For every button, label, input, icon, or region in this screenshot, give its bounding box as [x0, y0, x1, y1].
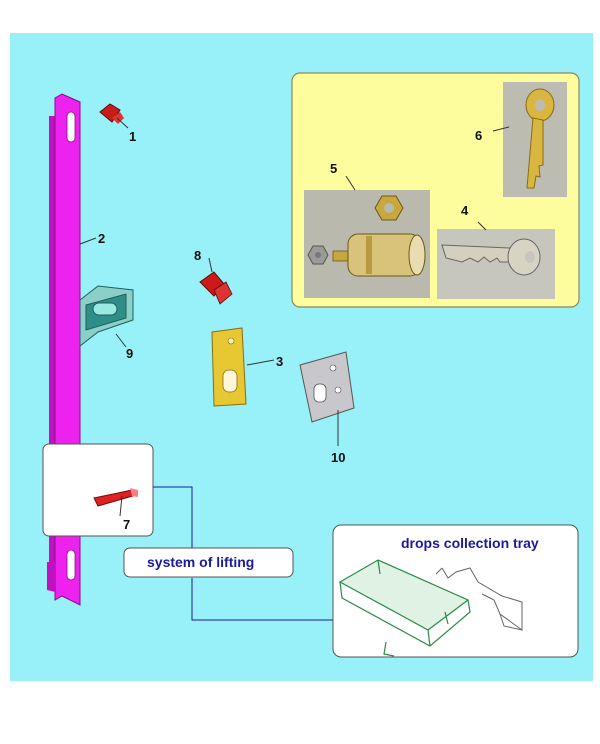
part-number-8: 8 — [194, 248, 201, 263]
lifting-pin-part-7 — [93, 488, 138, 507]
lock-5-photo — [304, 190, 430, 298]
leader-lines — [79, 117, 510, 517]
part-number-4: 4 — [461, 203, 469, 218]
part-number-2: 2 — [98, 231, 105, 246]
connector-lines — [153, 486, 334, 621]
key-icon — [525, 88, 555, 189]
part-number-10: 10 — [331, 450, 345, 465]
tray-icon — [338, 559, 471, 657]
key-icon — [441, 238, 541, 276]
tray-inset — [332, 524, 579, 658]
key-6-photo — [503, 82, 567, 197]
plate-part-10 — [299, 351, 355, 423]
lifting-system-inset — [42, 443, 154, 537]
lifting-caption: system of lifting — [147, 554, 254, 570]
part-number-9: 9 — [126, 346, 133, 361]
key-4-photo — [437, 229, 555, 299]
part-number-7: 7 — [123, 517, 130, 532]
tray-caption: drops collection tray — [401, 535, 539, 551]
lock-cylinder-icon — [307, 195, 426, 277]
bracket-part-9 — [79, 285, 134, 348]
screw-icon — [199, 271, 233, 305]
tray-bracket-outline — [435, 567, 523, 631]
part-number-5: 5 — [330, 161, 337, 176]
part-number-6: 6 — [475, 128, 482, 143]
part-number-1: 1 — [129, 129, 136, 144]
lifting-caption-box — [123, 547, 294, 578]
plate-part-3 — [211, 327, 247, 407]
part-number-3: 3 — [276, 354, 283, 369]
